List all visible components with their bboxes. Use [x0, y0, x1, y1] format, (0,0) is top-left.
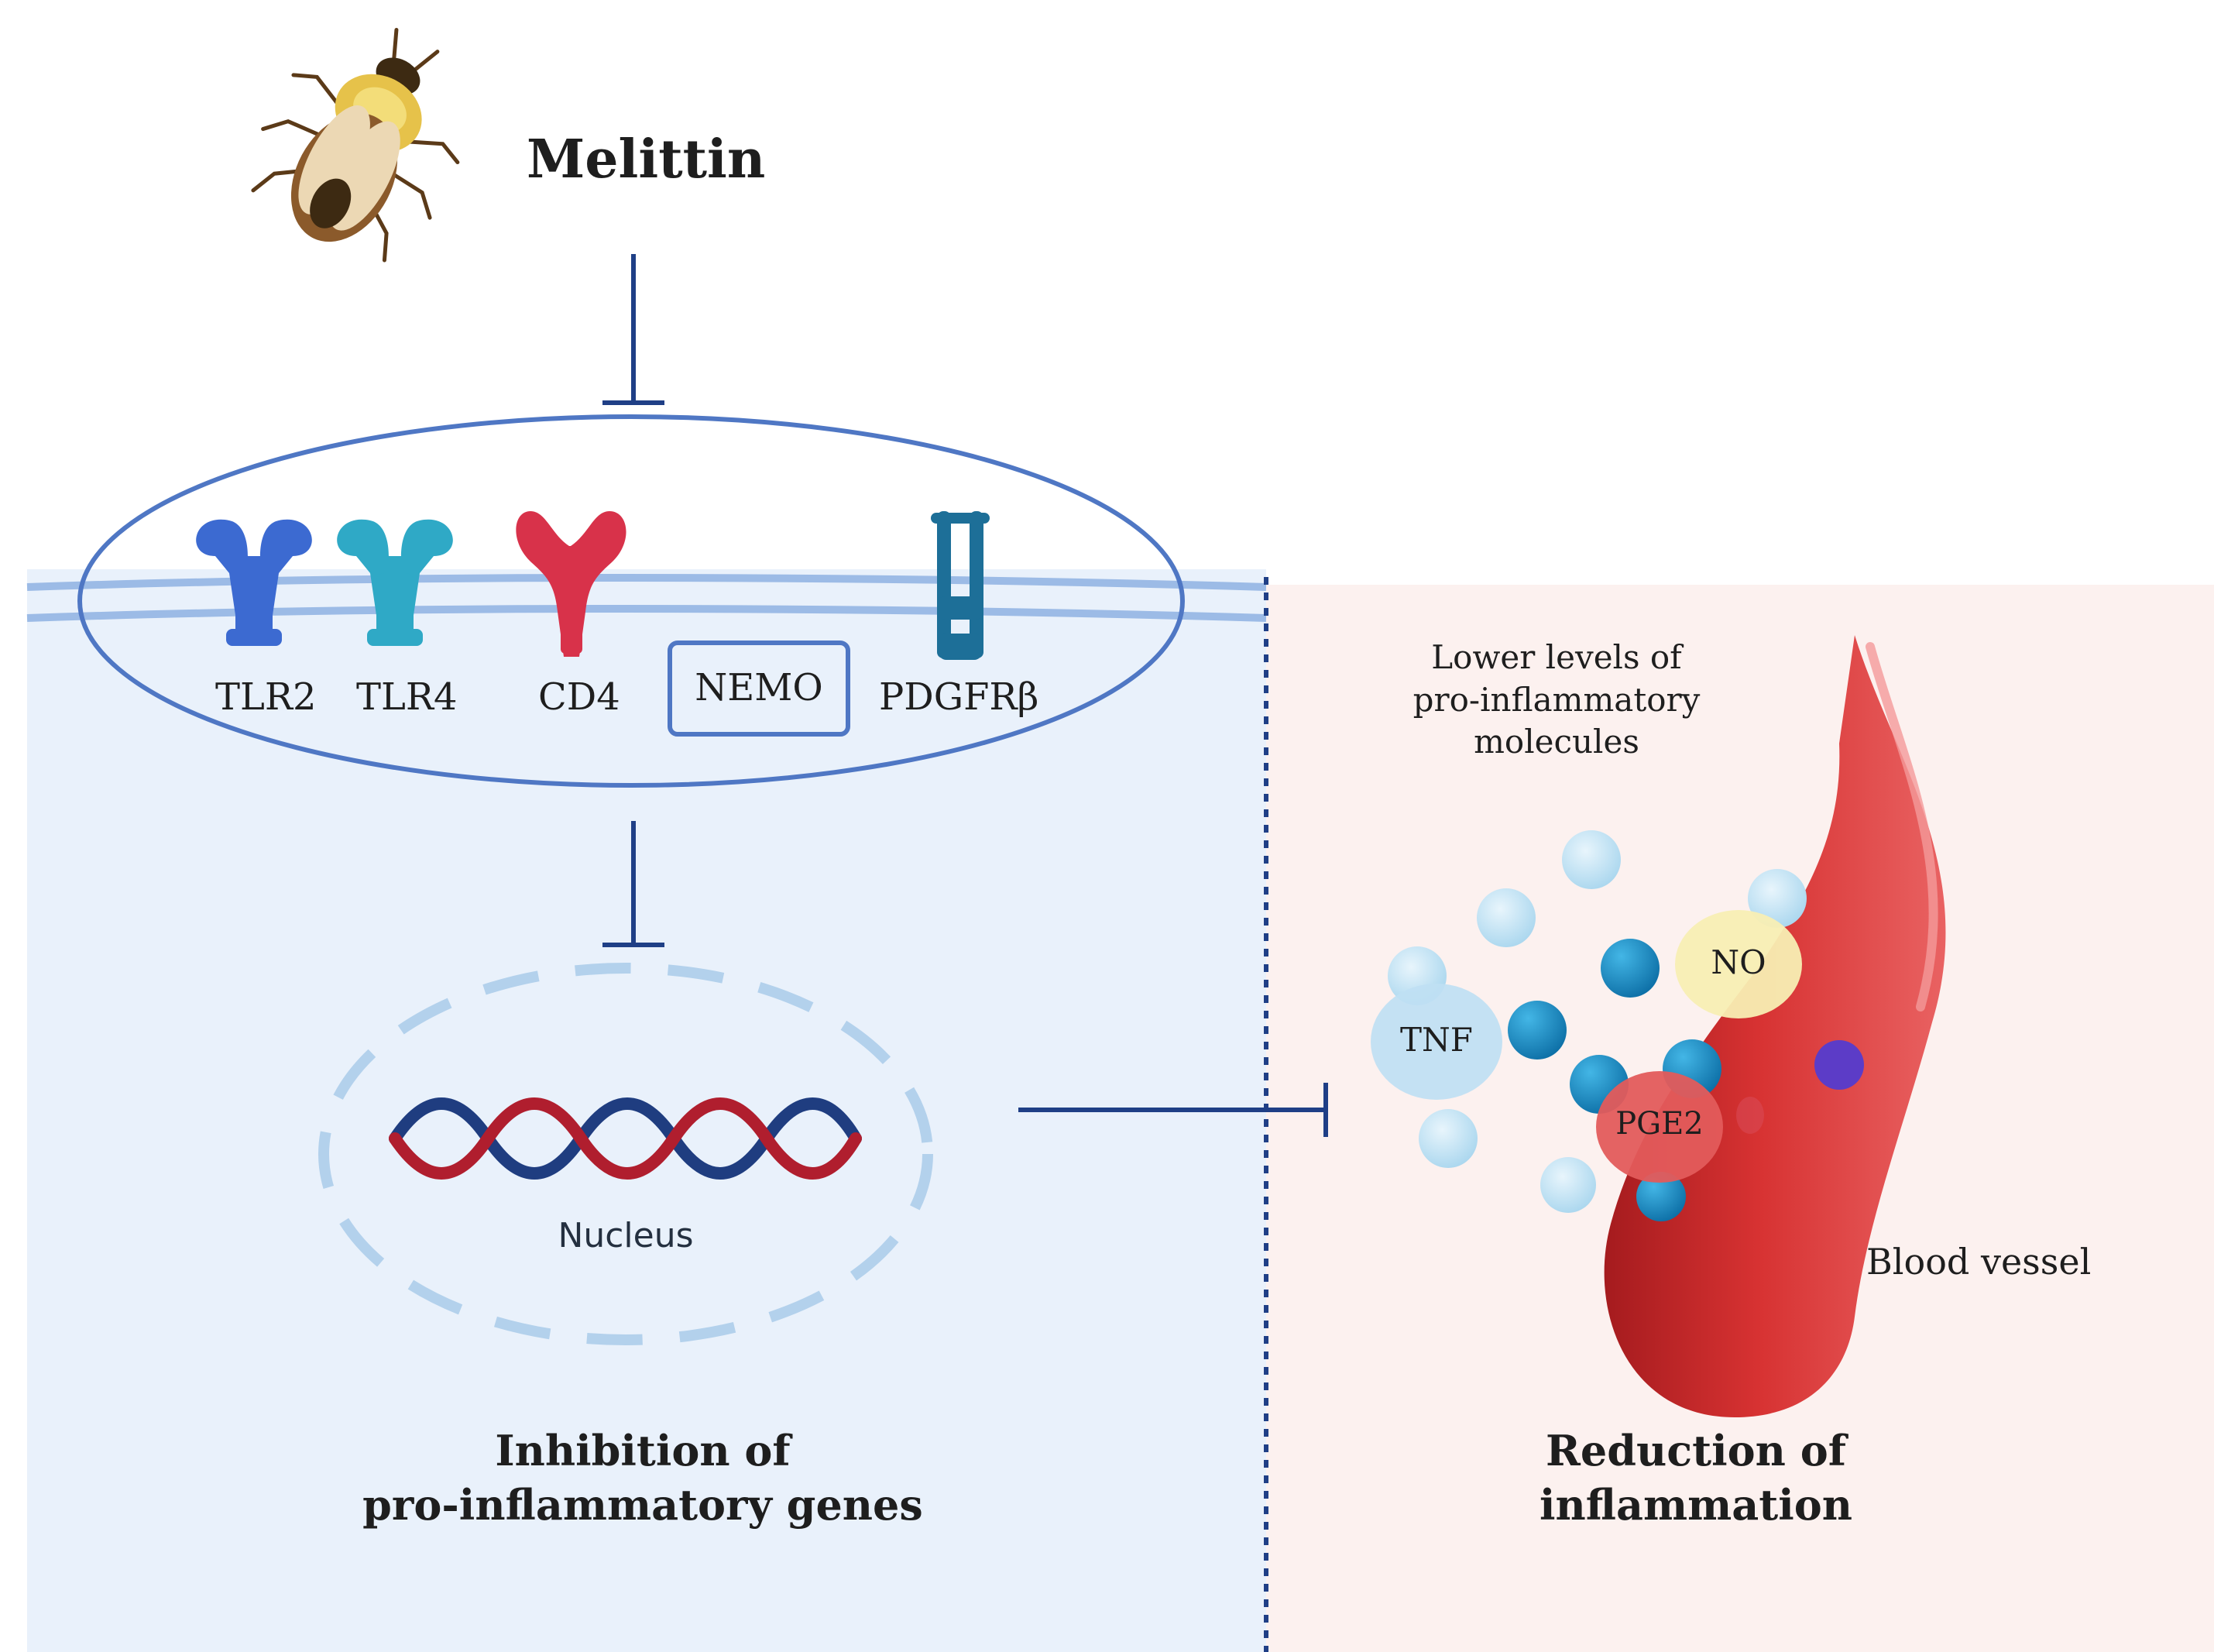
molecules-caption-line-2: pro-inflammatory: [1412, 680, 1701, 719]
inhibition-arrow-middle: [602, 821, 664, 947]
blood-vessel-icon: [1604, 635, 1946, 1417]
melittin-title: Melittin: [527, 129, 766, 191]
nemo-box: [668, 641, 850, 737]
left-caption: Inhibition of pro-inflammatory genes: [333, 1424, 953, 1532]
right-caption: Reduction of inflammation: [1464, 1424, 1928, 1532]
no-molecule: [1675, 910, 1802, 1018]
receptor-label-pdgfr: PDGFRβ: [879, 675, 1039, 719]
right-caption-line-2: inflammation: [1539, 1480, 1853, 1530]
cd4-receptor-icon: [516, 511, 626, 657]
nucleus-envelope: [318, 963, 933, 1345]
molecules-caption: Lower levels of pro-inflammatory molecul…: [1344, 637, 1769, 764]
bee-icon: [251, 27, 460, 263]
inhibition-arrow-right: [1018, 1083, 1328, 1137]
nucleus-label: Nucleus: [558, 1216, 694, 1255]
molecule-label-tnf: TNF: [1400, 1021, 1473, 1059]
left-caption-line-1: Inhibition of: [495, 1426, 791, 1475]
tnf-molecule: [1371, 984, 1502, 1100]
left-caption-line-2: pro-inflammatory genes: [362, 1480, 923, 1530]
receptor-ellipse: [77, 414, 1185, 788]
pge2-molecule: [1596, 1071, 1723, 1183]
cell-membrane: [26, 574, 1267, 622]
receptor-label-nemo: NEMO: [695, 666, 823, 709]
receptor-label-cd4: CD4: [538, 675, 620, 719]
right-caption-line-1: Reduction of: [1546, 1426, 1846, 1475]
dna-helix-icon: [389, 1097, 862, 1180]
molecules-caption-line-3: molecules: [1474, 723, 1639, 761]
molecules-caption-line-1: Lower levels of: [1431, 638, 1682, 676]
receptor-label-tlr2: TLR2: [215, 675, 317, 719]
tlr2-receptor-icon: [196, 519, 312, 646]
molecule-label-no: NO: [1711, 943, 1766, 981]
inhibition-arrow-top: [602, 254, 664, 405]
pdgfr-receptor-icon: [931, 511, 990, 660]
molecule-label-pge2: PGE2: [1615, 1106, 1704, 1142]
receptor-label-tlr4: TLR4: [356, 675, 458, 719]
blood-vessel-label: Blood vessel: [1866, 1241, 2092, 1283]
tlr4-receptor-icon: [337, 519, 453, 646]
